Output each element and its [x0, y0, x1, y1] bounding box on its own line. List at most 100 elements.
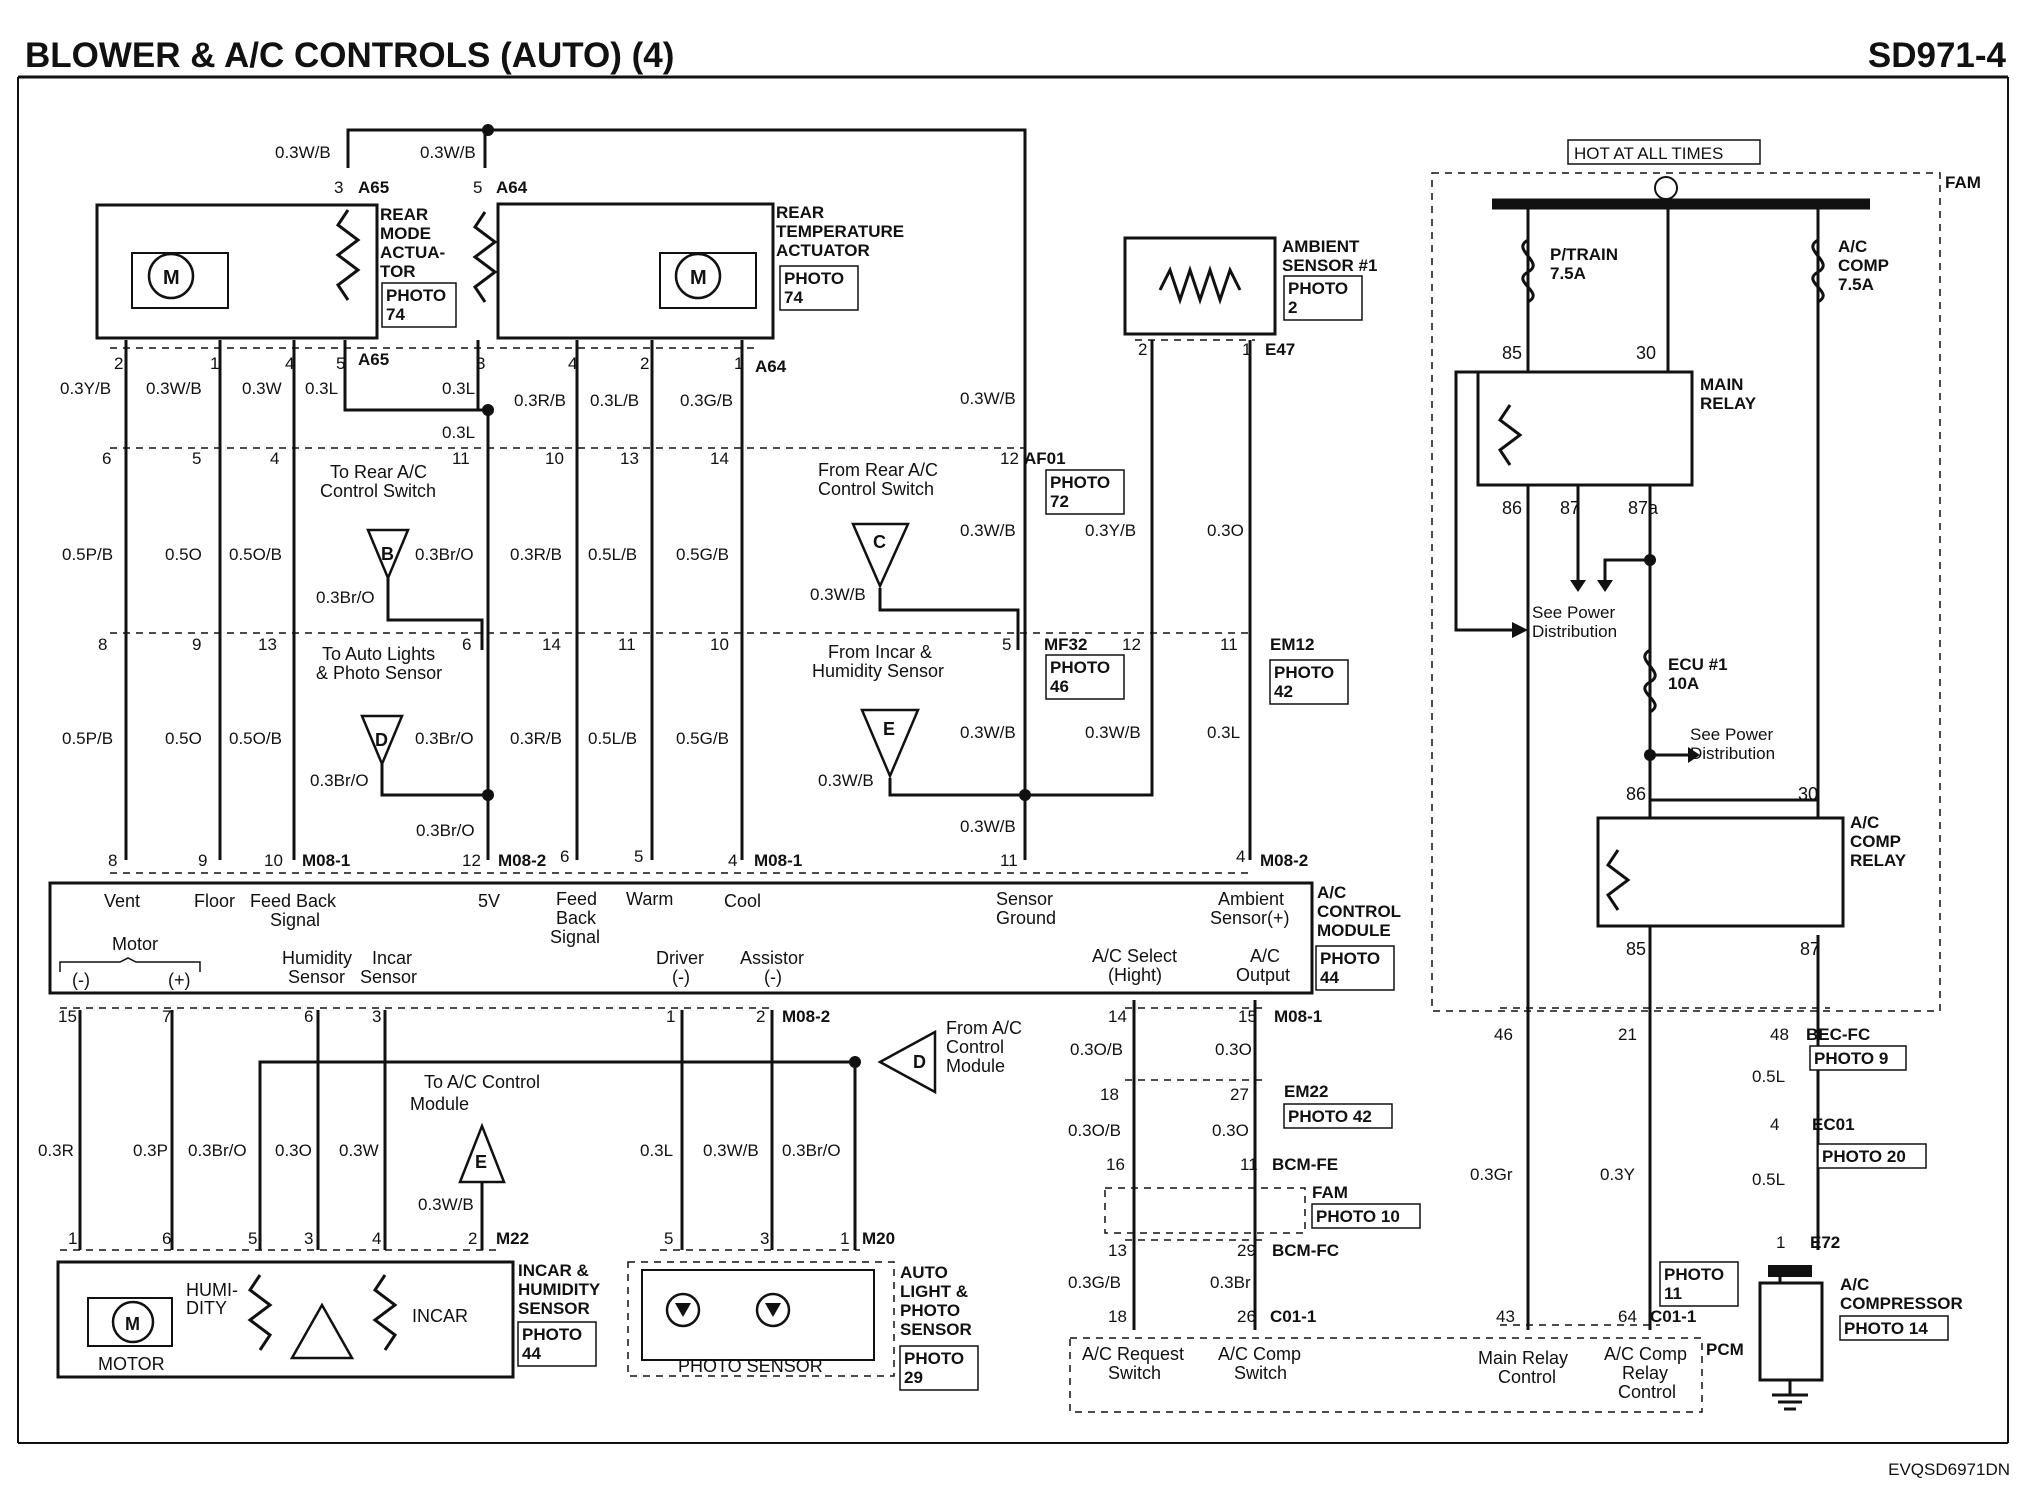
- svg-text:E: E: [883, 719, 895, 739]
- wire-label: 0.3Br/O: [316, 588, 375, 607]
- wire-label: E72: [1810, 1233, 1840, 1252]
- svg-text:87: 87: [1560, 498, 1580, 518]
- wire-label: 5: [664, 1229, 673, 1248]
- wire-label: 5: [336, 354, 345, 373]
- wire-label: 4: [1770, 1115, 1779, 1134]
- svg-text:Vent: Vent: [104, 891, 140, 911]
- wire-label: A64: [755, 357, 787, 376]
- wire-label: 0.3Gr: [1470, 1165, 1513, 1184]
- svg-text:C: C: [873, 532, 886, 552]
- wire-label: 11: [1220, 635, 1238, 654]
- svg-text:INCAR: INCAR: [412, 1306, 468, 1326]
- wire-label: 0.3W/B: [146, 379, 202, 398]
- wire-label: 13: [1108, 1241, 1127, 1260]
- wire-label: 1: [1242, 340, 1251, 359]
- wire-label: 0.3Br: [1210, 1273, 1251, 1292]
- wire-label: BEC-FC: [1806, 1025, 1870, 1044]
- component-sublabels: MOTOR HUMI-DITY INCAR PHOTO SENSOR See P…: [98, 603, 1775, 1376]
- svg-text:MOTOR: MOTOR: [98, 1354, 165, 1374]
- wire-label: 8: [108, 851, 117, 870]
- wire-label: 0.3W/B: [960, 723, 1016, 742]
- wire-label: 0.3W/B: [818, 771, 874, 790]
- wire-label: M20: [862, 1229, 895, 1248]
- wire-label: MF32: [1044, 635, 1087, 654]
- wires: [78, 124, 1870, 1330]
- arrowheads: [1512, 580, 1700, 763]
- wire-label: 14: [1108, 1007, 1127, 1026]
- splice-e-icon: E: [860, 708, 920, 780]
- svg-text:85: 85: [1502, 343, 1522, 363]
- wire-label: 6: [102, 449, 111, 468]
- page-title: BLOWER & A/C CONTROLS (AUTO) (4): [25, 36, 675, 75]
- splice-c-icon: C: [851, 522, 910, 590]
- wire-label: 5: [248, 1229, 257, 1248]
- svg-text:PHOTO 42: PHOTO 42: [1288, 1107, 1372, 1126]
- wire-label: 11: [618, 635, 636, 654]
- wire-label: M08-2: [498, 851, 546, 870]
- wire-label: 0.3L/B: [590, 391, 639, 410]
- wire-label: 3: [372, 1007, 381, 1026]
- wire-label: 0.3W: [242, 379, 282, 398]
- wire-label: 0.3Y/B: [1085, 521, 1136, 540]
- wire-label: 14: [542, 635, 561, 654]
- wire-label: 0.3O: [1215, 1040, 1252, 1059]
- wire-label: 12: [462, 851, 481, 870]
- wire-label: 0.3Br/O: [415, 545, 474, 564]
- wire-label: 2: [756, 1007, 765, 1026]
- svg-text:86: 86: [1626, 784, 1646, 804]
- svg-text:Assistor(-): Assistor(-): [740, 948, 804, 987]
- svg-text:87a: 87a: [1628, 498, 1659, 518]
- thermistor-icon: [289, 1302, 355, 1360]
- pcm-label: PCM: [1706, 1340, 1744, 1359]
- fuse-icon: [1521, 238, 1825, 714]
- wire-label: 13: [258, 635, 277, 654]
- drawing-number: EVQSD6971DN: [1888, 1460, 2010, 1479]
- svg-text:M: M: [163, 267, 180, 289]
- wire-label: 5: [1002, 635, 1011, 654]
- wire-label: 0.3Y: [1600, 1165, 1635, 1184]
- relay-coil-icon: [1497, 404, 1631, 911]
- svg-text:PHOTO 9: PHOTO 9: [1814, 1049, 1888, 1068]
- wire-label: 12: [1000, 449, 1019, 468]
- wire-label: 0.3Br/O: [416, 821, 475, 840]
- wire-label: 4: [285, 354, 294, 373]
- wire-label: 5: [634, 847, 643, 866]
- svg-text:M: M: [125, 1314, 140, 1334]
- wire-label: 3: [476, 354, 485, 373]
- svg-text:Floor: Floor: [194, 891, 235, 911]
- wire-label: C01-1: [1650, 1307, 1696, 1326]
- wire-label: 0.3O/B: [1070, 1040, 1123, 1059]
- wire-label: 18: [1100, 1085, 1119, 1104]
- wire-label: 0.3Y/B: [60, 379, 111, 398]
- wire-label: 2: [468, 1229, 477, 1248]
- wire-label: 46: [1494, 1025, 1513, 1044]
- wire-label: M08-1: [1274, 1007, 1322, 1026]
- wire-label: 14: [710, 449, 729, 468]
- wire-label: 0.3R/B: [510, 729, 562, 748]
- wire-label: 0.3W/B: [703, 1141, 759, 1160]
- wire-label: 48: [1770, 1025, 1789, 1044]
- svg-text:86: 86: [1502, 498, 1522, 518]
- svg-text:85: 85: [1626, 939, 1646, 959]
- wire-label: 0.3L: [442, 423, 475, 442]
- splice-b-icon: B: [366, 528, 410, 582]
- wire-label: M08-1: [302, 851, 350, 870]
- splice-d2-icon: D: [877, 1029, 937, 1095]
- wire-label: 0.3O: [275, 1141, 312, 1160]
- wire-label: 6: [560, 847, 569, 866]
- wire-label: 0.3R: [38, 1141, 74, 1160]
- wire-label: 5: [473, 178, 482, 197]
- wire-label: 18: [1108, 1307, 1127, 1326]
